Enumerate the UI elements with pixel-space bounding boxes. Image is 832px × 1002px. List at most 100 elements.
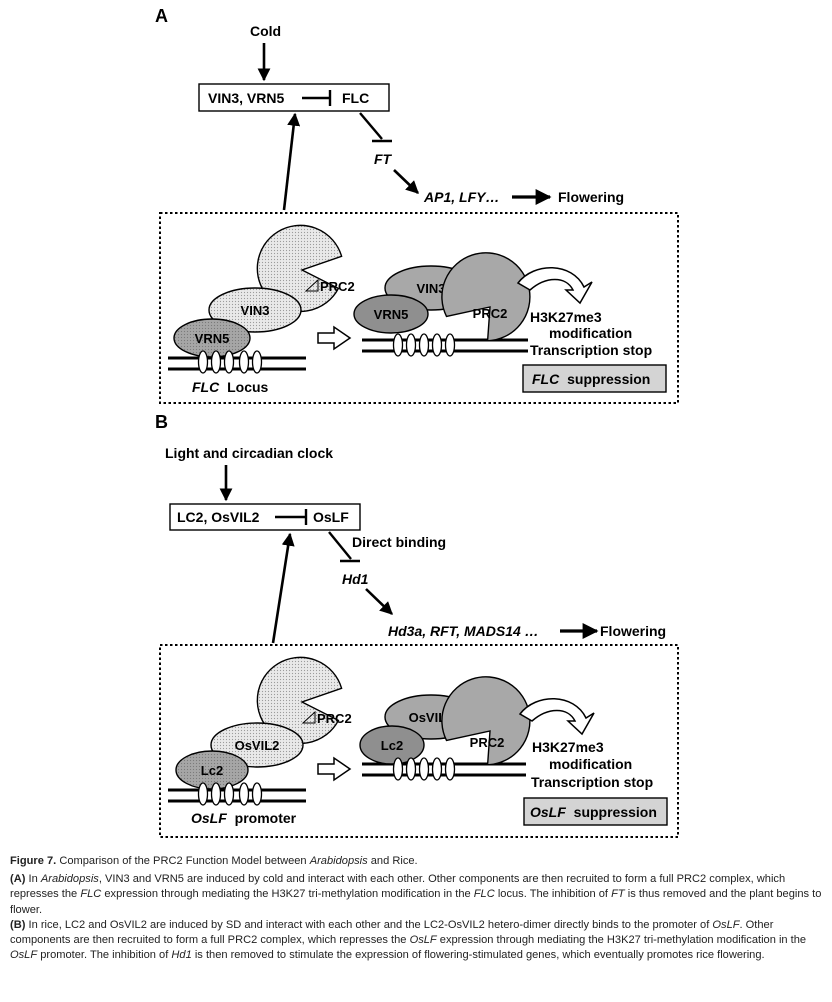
lc2-protein-b-bound — [359, 725, 425, 765]
box-flc-label: FLC — [342, 90, 369, 106]
oslf-suppression-gene: OsLF — [530, 804, 566, 820]
mechanism-box-a — [159, 212, 679, 404]
box-oslf-label: OsLF — [313, 509, 349, 525]
flowering-label-b: Flowering — [600, 623, 666, 639]
hd3a-rft-mads14-label: Hd3a, RFT, MADS14 … — [388, 623, 539, 639]
caption-b-text-4: promoter. The inhibition of — [40, 949, 169, 962]
vin3-protein-a — [208, 287, 302, 333]
prc2-label-b-bound: PRC2 — [470, 735, 505, 750]
hollow-arrow-b — [317, 756, 352, 782]
panel-b: B Light and circadian clock LC2, OsVIL2 … — [155, 412, 679, 838]
figure-diagram: A Cold VIN3, VRN5 FLC FT AP1, LFY… Flowe… — [155, 6, 679, 838]
h3k27me3-label-b: H3K27me3 — [532, 739, 604, 755]
prc2-free-label-b: PRC2 — [317, 711, 352, 726]
flc-locus-label: FLC Locus — [192, 379, 269, 395]
caption-a-text-1: In — [28, 873, 38, 886]
h3k27me3-label-a: H3K27me3 — [530, 309, 602, 325]
light-clock-input-label: Light and circadian clock — [165, 445, 333, 461]
vin3-label-a: VIN3 — [241, 303, 270, 318]
caption-title-italic: Arabidopsis — [309, 855, 368, 867]
caption-b-italic-1: OsLF — [712, 918, 740, 931]
flc-suppression-word: suppression — [567, 371, 650, 387]
flc-locus-gene: FLC — [192, 379, 220, 395]
caption-b-italic-2: OsLF — [409, 934, 437, 947]
lc2-label-b: Lc2 — [201, 763, 223, 778]
transcription-stop-label-b: Transcription stop — [531, 774, 653, 790]
prc2-label-a-bound: PRC2 — [473, 306, 508, 321]
caption-a-italic-4: FT — [611, 888, 625, 901]
ft-label: FT — [374, 151, 393, 167]
oslf-suppression-label: OsLF suppression — [530, 804, 657, 820]
caption-b-italic-3: OsLF — [10, 949, 38, 962]
nucleosome-group-left-a — [197, 350, 263, 374]
flc-locus-word: Locus — [227, 379, 268, 395]
caption-a-text-3: expression through mediating the H3K27 t… — [104, 888, 471, 901]
cold-input-label: Cold — [250, 23, 281, 39]
caption-a-text-4: locus. The inhibition of — [497, 888, 609, 901]
panel-a-label: A — [155, 6, 168, 26]
curved-arrow-b — [518, 698, 595, 736]
caption-b-italic-4: Hd1 — [171, 949, 192, 962]
prc2-free-label-a: PRC2 — [320, 279, 355, 294]
vrn5-protein-a-bound — [353, 294, 429, 334]
vin3-label-a-bound: VIN3 — [417, 281, 446, 296]
hollow-arrow-a — [317, 325, 352, 351]
nucleosome-group-left-b — [197, 782, 263, 806]
caption-title-end: and Rice. — [370, 855, 418, 867]
oslf-promoter-gene: OsLF — [191, 810, 227, 826]
feedback-arrow-b — [271, 532, 295, 644]
ft-to-ap1-arrow — [393, 169, 419, 194]
prc2-free-b — [256, 656, 343, 745]
caption-a-text-5: is thus removed and the plant begins to … — [10, 888, 822, 916]
caption-b-text-2: . Other components are then recruited to… — [10, 918, 774, 947]
oslf-inhibits-hd1 — [328, 531, 352, 560]
box-lc2-osvil2-label: LC2, OsVIL2 — [177, 509, 260, 525]
osvil2-label-b: OsVIL2 — [235, 738, 280, 753]
flowering-label-a: Flowering — [558, 189, 624, 205]
lc2-label-b-bound: Lc2 — [381, 738, 403, 753]
feedback-arrow-a — [282, 112, 301, 211]
oslf-promoter-word: promoter — [235, 810, 297, 826]
caption-b-text-5: is then removed to stimulate the express… — [194, 949, 765, 962]
caption-paragraph-b: (B) In rice, LC2 and OsVIL2 are induced … — [10, 918, 824, 964]
ap1-lfy-label: AP1, LFY… — [423, 189, 499, 205]
vin3-vrn5-flc-box — [198, 83, 390, 112]
direct-binding-label: Direct binding — [352, 534, 446, 550]
hd1-label: Hd1 — [342, 571, 369, 587]
oslf-suppression-word: suppression — [574, 804, 657, 820]
box-vin3-vrn5-label: VIN3, VRN5 — [208, 90, 284, 106]
flc-suppression-label: FLC suppression — [532, 371, 650, 387]
prc2-free-a — [256, 224, 343, 313]
flc-suppression-gene: FLC — [532, 371, 560, 387]
caption-title: Figure 7. Comparison of the PRC2 Functio… — [10, 854, 824, 869]
transcription-stop-label-a: Transcription stop — [530, 342, 652, 358]
prc2-bound-a — [441, 252, 531, 342]
lc2-osvil2-oslf-box — [169, 503, 361, 531]
caption-a-italic-1: Arabidopsis — [40, 873, 99, 886]
caption-b-text-1: In rice, LC2 and OsVIL2 are induced by S… — [28, 918, 710, 931]
oslf-promoter-label: OsLF promoter — [191, 810, 297, 826]
panel-a: A Cold VIN3, VRN5 FLC FT AP1, LFY… Flowe… — [155, 6, 679, 404]
nucleosome-group-right-b — [392, 757, 456, 781]
vrn5-label-a-bound: VRN5 — [374, 307, 409, 322]
vrn5-label-a: VRN5 — [195, 331, 230, 346]
caption-a-text-2: , VIN3 and VRN5 are induced by cold and … — [10, 873, 786, 901]
modification-label-b: modification — [549, 756, 632, 772]
caption-b-label: (B) — [10, 918, 26, 931]
panel-b-label: B — [155, 412, 168, 432]
caption-title-text: Comparison of the PRC2 Function Model be… — [59, 855, 307, 867]
prc2-bound-b — [441, 676, 531, 766]
figure-caption: Figure 7. Comparison of the PRC2 Functio… — [10, 854, 824, 963]
caption-figure-label: Figure 7. — [10, 855, 57, 867]
caption-b-text-3: expression through mediating the H3K27 t… — [439, 934, 807, 947]
curved-arrow-a — [516, 267, 593, 305]
caption-a-italic-3: FLC — [473, 888, 495, 901]
flc-inhibits-ft — [359, 112, 383, 140]
oslf-suppression-box — [523, 797, 668, 826]
modification-label-a: modification — [549, 325, 632, 341]
prc2-delta-icon-b — [301, 710, 316, 724]
prc2-delta-icon — [304, 278, 319, 292]
flc-suppression-box — [522, 364, 667, 393]
caption-paragraph-a: (A) In Arabidopsis, VIN3 and VRN5 are in… — [10, 872, 824, 918]
caption-a-label: (A) — [10, 873, 26, 886]
